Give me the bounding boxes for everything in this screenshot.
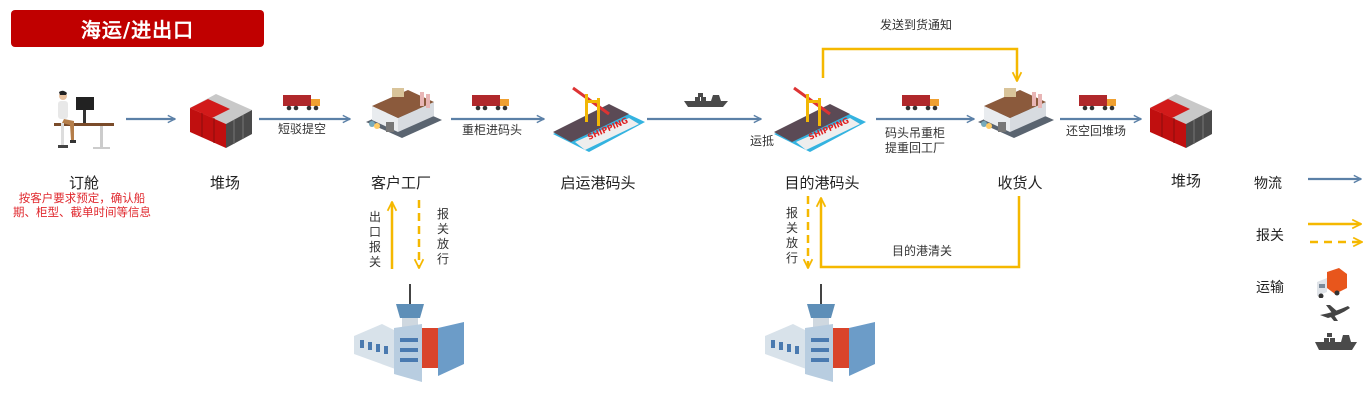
edge-label-port-to-consignee-2: 提重回工厂: [885, 141, 946, 155]
edge-label-export-release: 报关放行: [436, 207, 449, 266]
legend-customs-label: 报关: [1256, 228, 1284, 244]
truck-icon: [1317, 268, 1347, 298]
container-stack-icon: [190, 94, 252, 148]
person-at-desk-icon: [54, 90, 114, 149]
node-label-booking: 订舱: [68, 174, 99, 192]
cargo-ship-icon: [1315, 333, 1357, 350]
truck-icon: [1079, 95, 1116, 111]
page-title: 海运/进出口: [11, 10, 264, 47]
airplane-icon: [1320, 305, 1350, 321]
arrow-arrival-notice: [821, 47, 1017, 81]
truck-icon: [472, 95, 509, 111]
port-crane-ship-icon: SHIPPING: [553, 86, 645, 152]
node-label-consignee: 收货人: [997, 174, 1043, 192]
truck-icon: [283, 95, 320, 111]
node-label-yard: 堆场: [209, 174, 240, 192]
factory-icon: [366, 88, 442, 138]
customs-building-icon: [765, 284, 875, 382]
node-label-factory: 客户工厂: [370, 174, 431, 192]
edge-label-import-release: 报关放行: [785, 206, 798, 265]
edge-label-arrival-notice: 发送到货通知: [880, 18, 953, 32]
truck-icon: [902, 95, 939, 111]
legend-transport-label: 运输: [1256, 280, 1284, 296]
cargo-ship-icon: [684, 93, 728, 107]
container-stack-icon: [1150, 94, 1212, 148]
edge-label-factory-to-port: 重柜进码头: [462, 123, 523, 137]
node-label-origin-port: 启运港码头: [560, 174, 636, 192]
edge-label-arrival: 运抵: [750, 134, 775, 148]
arrow-dest-clearance: [821, 196, 1021, 269]
edge-label-consignee-to-yard: 还空回堆场: [1066, 124, 1127, 138]
edge-label-dest-clearance: 目的港清关: [892, 244, 953, 258]
edge-label-yard-to-factory: 短驳提空: [278, 122, 327, 136]
node-label-yard-return: 堆场: [1170, 172, 1201, 190]
edge-label-port-to-consignee-1: 码头吊重柜: [885, 126, 946, 140]
customs-building-icon: [354, 284, 464, 382]
edge-label-export-declaration: 出口报关: [368, 210, 381, 269]
node-label-dest-port: 目的港码头: [784, 174, 860, 192]
legend-logistics-label: 物流: [1254, 176, 1282, 192]
factory-icon: [978, 88, 1054, 138]
booking-note: 按客户要求预定，确认船期、柜型、截单时间等信息: [13, 191, 151, 219]
port-crane-ship-icon: SHIPPING: [774, 86, 866, 152]
